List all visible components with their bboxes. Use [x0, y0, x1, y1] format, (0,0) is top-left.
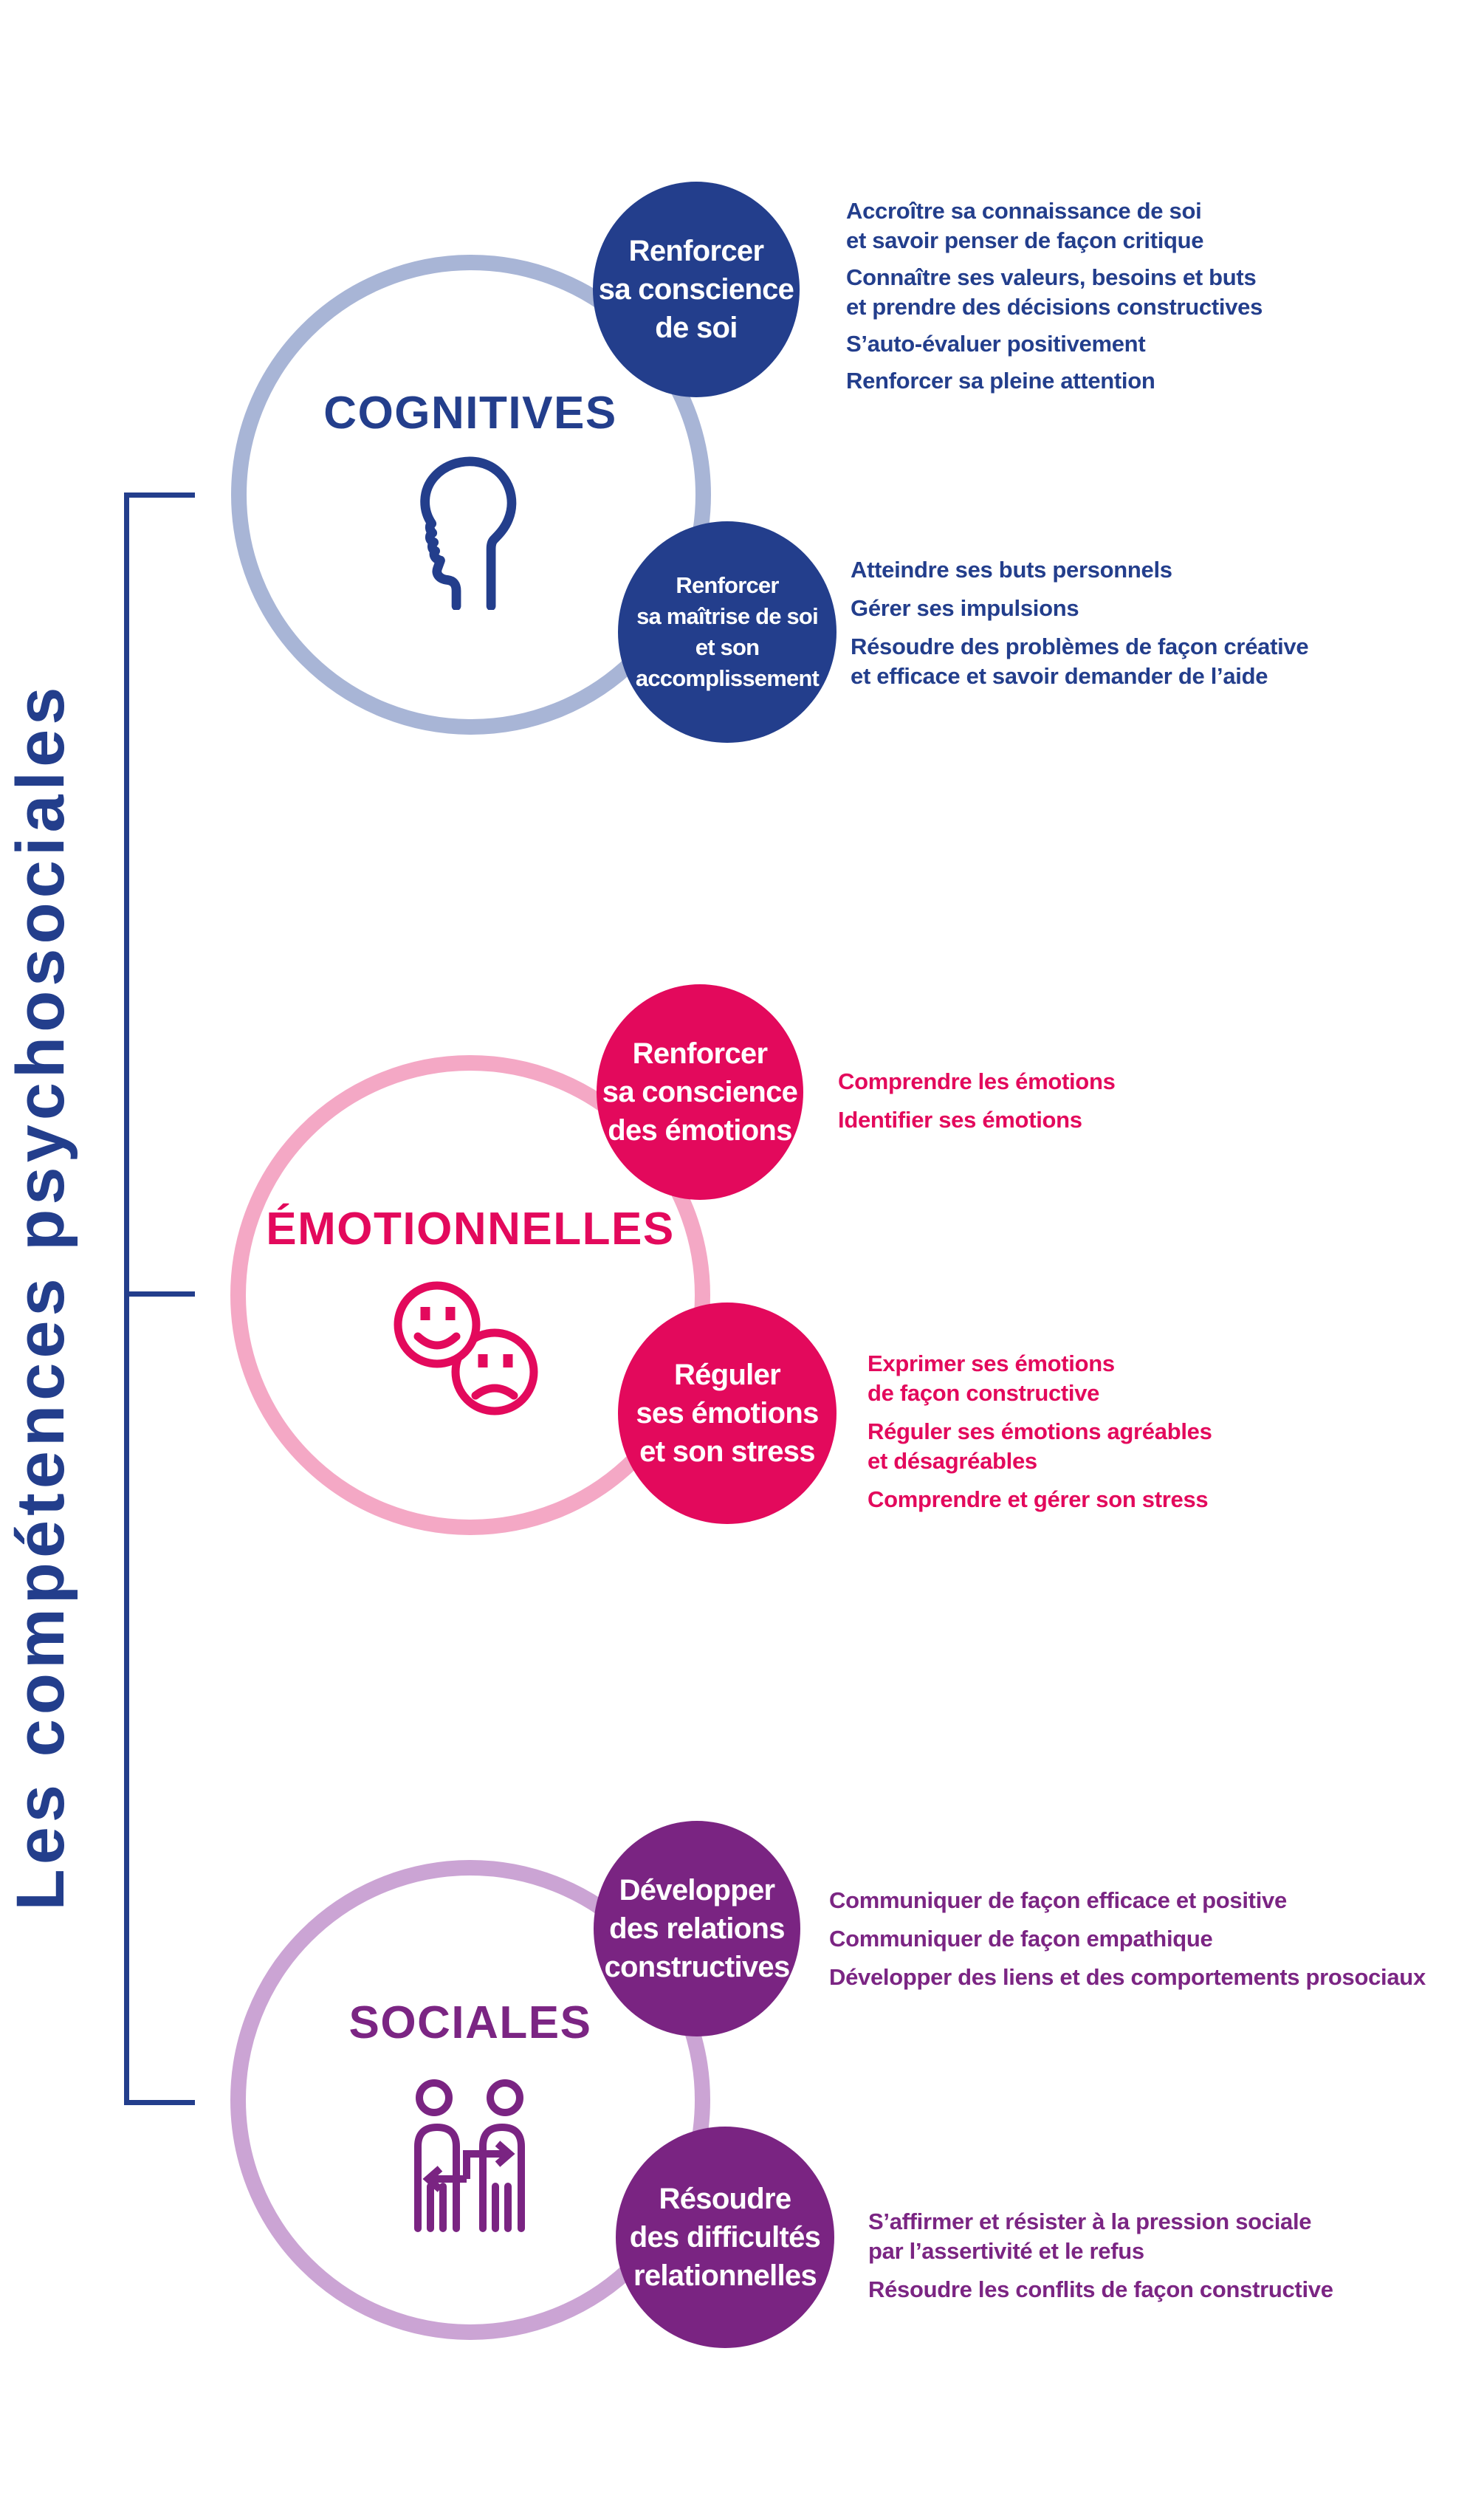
sociales-circle-difficulties: Résoudre des difficultés relationnelles: [616, 2127, 834, 2348]
bullet-item: Accroître sa connaissance de soi et savo…: [846, 198, 1204, 253]
emotionnelles-circle-regulation: Réguler ses émotions et son stress: [618, 1303, 837, 1524]
head-profile-icon: [420, 456, 517, 610]
section-label-cognitives: COGNITIVES: [323, 388, 617, 439]
emotionnelles-circle-emotion-awareness: Renforcer sa conscience des émotions: [597, 984, 803, 1200]
page-title: Les compétences psychosociales: [3, 682, 78, 1911]
circle-text-line: Réguler: [673, 1359, 781, 1391]
cognitives-bullets-self-control: Atteindre ses buts personnels Gérer ses …: [851, 555, 1471, 700]
bullet-item: Résoudre des problèmes de façon créative…: [851, 634, 1309, 689]
circle-text-line: Renforcer: [676, 572, 779, 598]
bullet-item: Connaître ses valeurs, besoins et buts e…: [846, 264, 1263, 320]
circle-text-line: Renforcer: [628, 235, 764, 267]
bullet-item: Identifier ses émotions: [838, 1107, 1082, 1133]
circle-text-line: accomplissement: [635, 665, 820, 691]
section-label-emotionnelles: ÉMOTIONNELLES: [266, 1204, 675, 1255]
circle-text-line: relationnelles: [633, 2259, 817, 2292]
circle-text-line: sa conscience: [598, 273, 794, 306]
bracket-arm-emotionnelles: [127, 1291, 195, 1297]
bullet-item: Comprendre les émotions: [838, 1068, 1116, 1094]
bullet-item: Communiquer de façon efficace et positiv…: [829, 1887, 1287, 1913]
circle-text-line: des difficultés: [629, 2221, 821, 2254]
bullet-item: S’auto-évaluer positivement: [846, 331, 1146, 357]
cognitives-circle-self-awareness: Renforcer sa conscience de soi: [593, 182, 800, 397]
circle-text-line: Renforcer: [632, 1037, 768, 1070]
circle-text-line: Résoudre: [659, 2183, 792, 2215]
sociales-circle-relationships: Développer des relations constructives: [594, 1821, 800, 2036]
section-label-sociales: SOCIALES: [348, 1997, 592, 2048]
sociales-bullets-difficulties: S’affirmer et résister à la pression soc…: [868, 2207, 1484, 2313]
cognitives-circle-self-control: Renforcer sa maîtrise de soi et son acco…: [618, 521, 837, 743]
circle-text-line: des relations: [609, 1912, 785, 1945]
bullet-item: Renforcer sa pleine attention: [846, 368, 1155, 394]
cognitives-bullets-self-awareness: Accroître sa connaissance de soi et savo…: [846, 196, 1466, 403]
sociales-bullets-relationships: Communiquer de façon efficace et positiv…: [829, 1886, 1449, 2001]
circle-text-line: et son stress: [639, 1435, 815, 1468]
bracket-arm-cognitives: [127, 493, 195, 498]
bullet-item: Exprimer ses émotions de façon construct…: [868, 1351, 1115, 1406]
two-people-exchange-icon: [414, 2079, 525, 2232]
bracket-arm-sociales: [127, 2100, 195, 2105]
circle-text-line: des émotions: [608, 1114, 792, 1147]
circle-text-line: Développer: [619, 1874, 776, 1907]
circle-text-line: et son: [695, 634, 760, 660]
bullet-item: Réguler ses émotions agréables et désagr…: [868, 1418, 1212, 1474]
bullet-item: S’affirmer et résister à la pression soc…: [868, 2209, 1312, 2264]
emotionnelles-bullets-awareness: Comprendre les émotions Identifier ses é…: [838, 1067, 1458, 1144]
happy-sad-smileys-icon: [394, 1281, 538, 1415]
circle-text-line: sa conscience: [602, 1076, 798, 1108]
circle-text-line: ses émotions: [636, 1397, 819, 1430]
circle-text-line: constructives: [604, 1951, 791, 1983]
bullet-item: Gérer ses impulsions: [851, 595, 1079, 621]
bullet-item: Résoudre les conflits de façon construct…: [868, 2276, 1333, 2302]
bullet-item: Développer des liens et des comportement…: [829, 1964, 1426, 1990]
circle-text-line: de soi: [655, 312, 738, 344]
emotionnelles-bullets-regulation: Exprimer ses émotions de façon construct…: [868, 1349, 1484, 1523]
circle-text-line: sa maîtrise de soi: [636, 603, 819, 629]
bullet-item: Communiquer de façon empathique: [829, 1926, 1213, 1952]
bullet-item: Atteindre ses buts personnels: [851, 557, 1172, 583]
bracket-vertical-line: [124, 493, 129, 2105]
bullet-item: Comprendre et gérer son stress: [868, 1486, 1209, 1512]
